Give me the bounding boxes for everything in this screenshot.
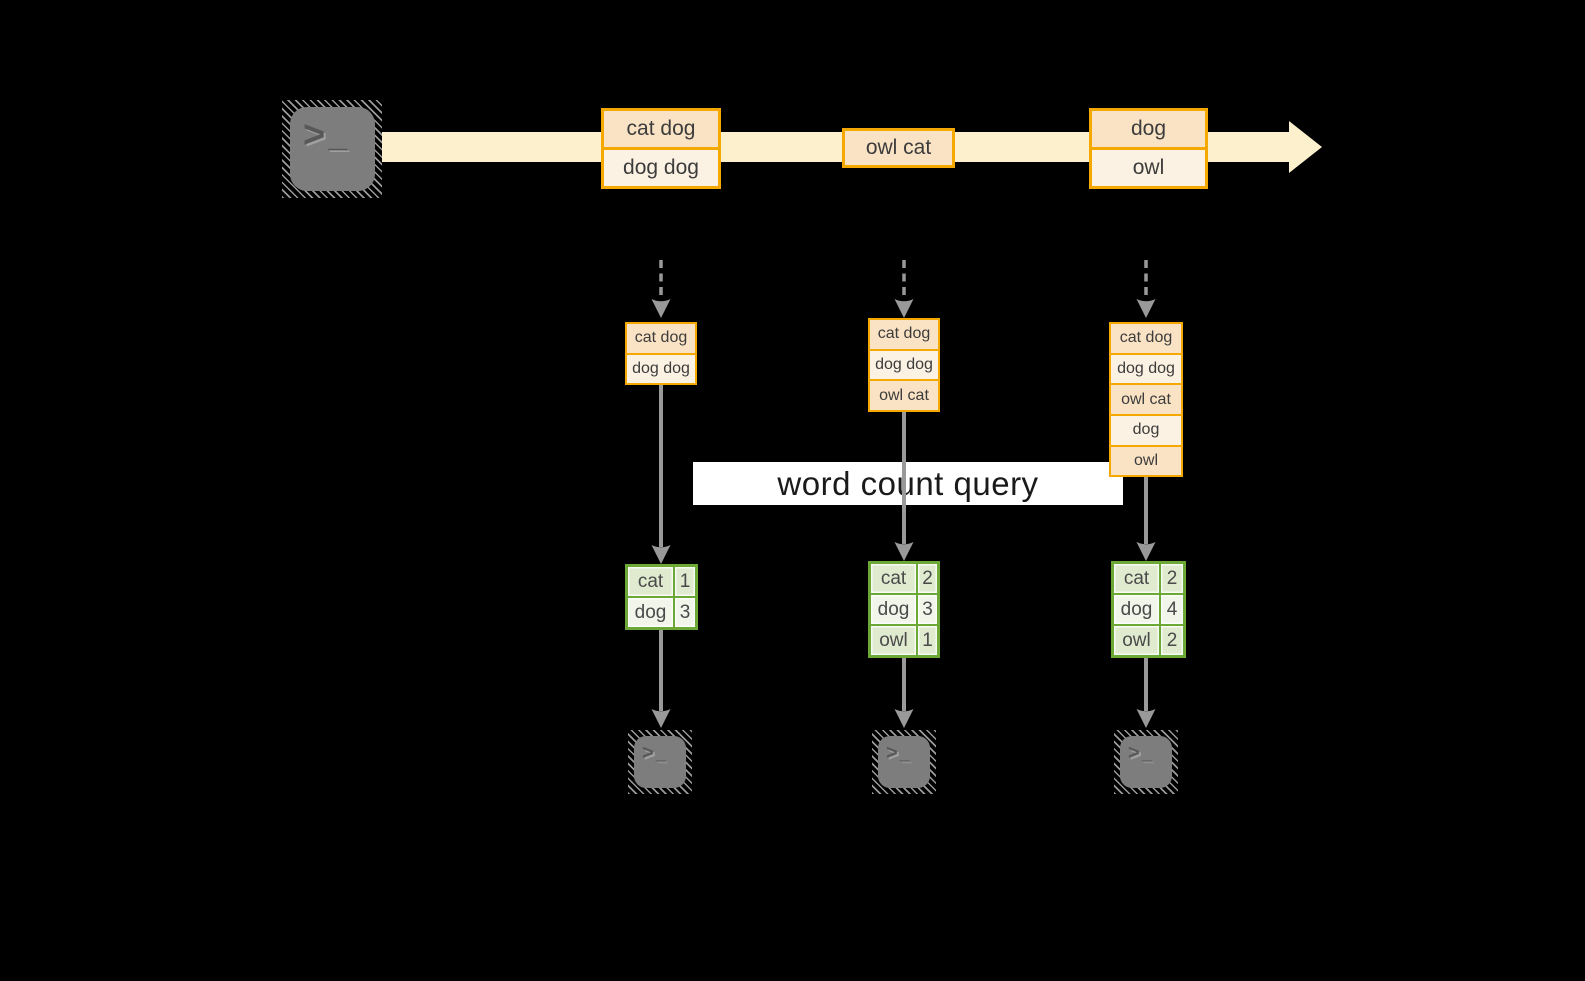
buffer-stack-1: cat dog dog dog bbox=[625, 322, 697, 386]
count-row: dog 4 bbox=[1114, 595, 1183, 624]
count-word: dog bbox=[1114, 595, 1159, 624]
buffer-record: cat dog bbox=[627, 324, 695, 353]
arrow-down-icon bbox=[651, 384, 671, 564]
terminal-cursor-icon: _ bbox=[1141, 743, 1152, 763]
count-row: owl 1 bbox=[871, 626, 937, 655]
count-row: dog 3 bbox=[628, 598, 695, 627]
count-row: cat 2 bbox=[871, 564, 937, 593]
output-terminal-icon: > _ bbox=[628, 730, 692, 794]
count-value: 4 bbox=[1161, 595, 1183, 624]
buffer-record: dog dog bbox=[870, 350, 938, 380]
count-value: 3 bbox=[918, 595, 937, 624]
count-row: owl 2 bbox=[1114, 626, 1183, 655]
stream-record: dog bbox=[1092, 111, 1205, 147]
stream-batch-3: dog owl bbox=[1089, 108, 1208, 189]
word-count-table-2: cat 2 dog 3 owl 1 bbox=[868, 561, 940, 658]
buffer-stack-2: cat dog dog dog owl cat bbox=[868, 318, 940, 412]
buffer-record: dog bbox=[1111, 416, 1181, 445]
word-count-table-1: cat 1 dog 3 bbox=[625, 564, 698, 630]
count-value: 3 bbox=[675, 598, 695, 627]
count-word: dog bbox=[628, 598, 673, 627]
stream-record: owl cat bbox=[845, 131, 952, 165]
output-terminal-icon: > _ bbox=[872, 730, 936, 794]
buffer-record: cat dog bbox=[1111, 324, 1181, 353]
terminal-prompt-icon: > bbox=[886, 742, 898, 764]
count-word: owl bbox=[871, 626, 916, 655]
buffer-record: owl cat bbox=[1111, 385, 1181, 414]
count-value: 1 bbox=[918, 626, 937, 655]
terminal-cursor-icon: _ bbox=[899, 743, 910, 763]
arrow-down-icon bbox=[651, 628, 671, 728]
count-word: cat bbox=[628, 567, 673, 596]
word-count-table-3: cat 2 dog 4 owl 2 bbox=[1111, 561, 1186, 658]
terminal-body: > _ bbox=[878, 736, 930, 788]
source-terminal-icon: > _ bbox=[282, 100, 382, 198]
terminal-body: > _ bbox=[634, 736, 686, 788]
arrow-down-icon bbox=[894, 655, 914, 728]
terminal-body: > _ bbox=[290, 107, 375, 191]
arrow-down-icon bbox=[894, 411, 914, 561]
terminal-body: > _ bbox=[1120, 736, 1172, 788]
terminal-prompt-icon: > bbox=[1128, 742, 1140, 764]
arrow-down-icon bbox=[1136, 475, 1156, 561]
count-value: 2 bbox=[1161, 626, 1183, 655]
count-word: cat bbox=[871, 564, 916, 593]
dashed-arrow-down-icon bbox=[1136, 260, 1156, 318]
count-word: cat bbox=[1114, 564, 1159, 593]
terminal-prompt-icon: > bbox=[642, 742, 654, 764]
stream-arrowhead-icon bbox=[1289, 121, 1322, 173]
buffer-record: owl cat bbox=[870, 381, 938, 410]
stream-record: dog dog bbox=[604, 149, 718, 186]
terminal-prompt-icon: > bbox=[303, 114, 326, 156]
arrow-down-icon bbox=[1136, 655, 1156, 728]
buffer-record: cat dog bbox=[870, 320, 938, 349]
query-banner: word count query bbox=[693, 462, 1123, 505]
stream-record: owl bbox=[1092, 149, 1205, 186]
stream-batch-1: cat dog dog dog bbox=[601, 108, 721, 189]
count-word: dog bbox=[871, 595, 916, 624]
count-row: cat 2 bbox=[1114, 564, 1183, 593]
count-value: 2 bbox=[1161, 564, 1183, 593]
count-word: owl bbox=[1114, 626, 1159, 655]
buffer-record: owl bbox=[1111, 446, 1181, 476]
query-banner-label: word count query bbox=[777, 464, 1039, 502]
dashed-arrow-down-icon bbox=[894, 260, 914, 318]
count-value: 2 bbox=[918, 564, 937, 593]
terminal-cursor-icon: _ bbox=[655, 743, 666, 763]
stream-batch-2: owl cat bbox=[842, 128, 955, 168]
output-terminal-icon: > _ bbox=[1114, 730, 1178, 794]
stream-record: cat dog bbox=[604, 111, 718, 147]
count-row: dog 3 bbox=[871, 595, 937, 624]
count-row: cat 1 bbox=[628, 567, 695, 596]
buffer-stack-3: cat dog dog dog owl cat dog owl bbox=[1109, 322, 1183, 478]
buffer-record: dog dog bbox=[1111, 354, 1181, 384]
count-value: 1 bbox=[675, 567, 695, 596]
buffer-record: dog dog bbox=[627, 354, 695, 384]
terminal-cursor-icon: _ bbox=[328, 116, 348, 154]
dashed-arrow-down-icon bbox=[651, 260, 671, 318]
